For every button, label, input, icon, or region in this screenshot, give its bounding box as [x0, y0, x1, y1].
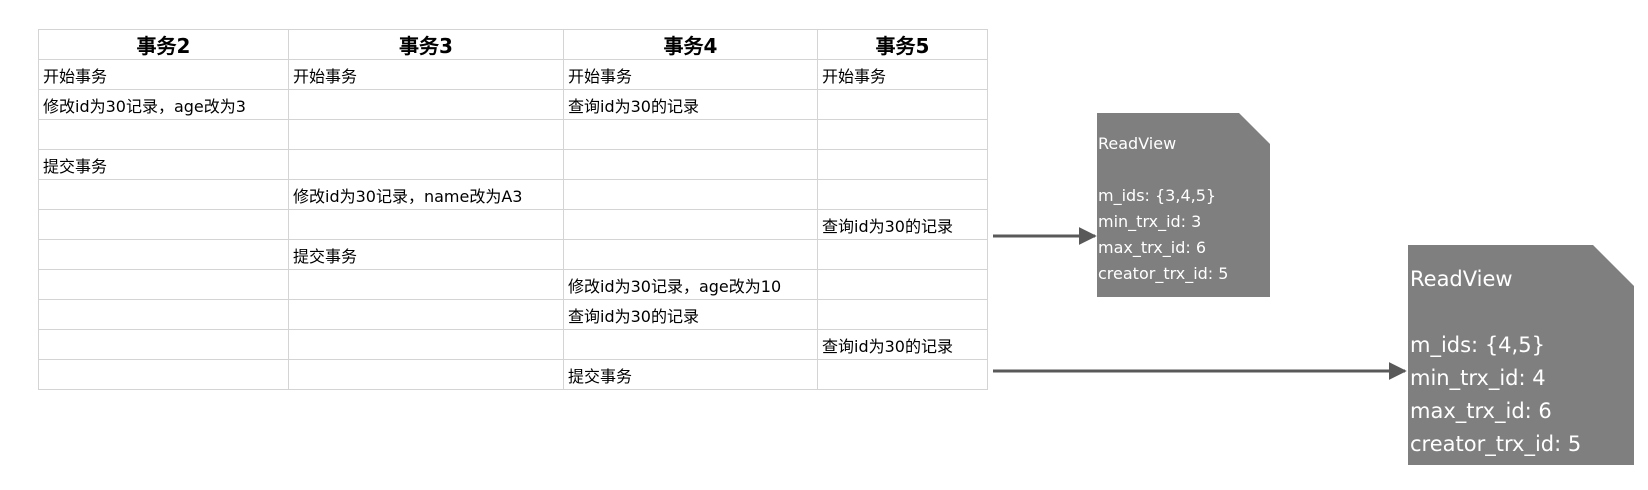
- readview-note-2: ReadView m_ids: {4,5} min_trx_id: 4 max_…: [1408, 245, 1634, 465]
- table-cell: 提交事务: [288, 239, 564, 270]
- readview-title: ReadView: [1098, 134, 1177, 153]
- table-cell: [817, 89, 988, 120]
- table-row: 开始事务 开始事务 开始事务 开始事务: [38, 59, 988, 90]
- readview-creator-trx-id: creator_trx_id: 5: [1098, 264, 1229, 283]
- table-row: 查询id为30的记录: [38, 209, 988, 240]
- readview-min-trx-id: min_trx_id: 4: [1410, 366, 1546, 390]
- table-cell: [563, 149, 818, 180]
- table-cell: 修改id为30记录，age改为10: [563, 269, 818, 300]
- table-row: 提交事务: [38, 149, 988, 180]
- table-cell: [288, 329, 564, 360]
- table-cell: [288, 269, 564, 300]
- readview-title: ReadView: [1410, 267, 1513, 291]
- table-cell: 开始事务: [563, 59, 818, 90]
- readview-m-ids: m_ids: {4,5}: [1410, 333, 1545, 357]
- readview-max-trx-id: max_trx_id: 6: [1098, 238, 1207, 257]
- readview-max-trx-id: max_trx_id: 6: [1410, 399, 1552, 423]
- table-row: 修改id为30记录，age改为10: [38, 269, 988, 300]
- table-cell: 开始事务: [288, 59, 564, 90]
- table-cell: [563, 239, 818, 270]
- table-cell: [38, 329, 289, 360]
- table-cell: 查询id为30的记录: [563, 89, 818, 120]
- table-cell: [38, 209, 289, 240]
- table-row: 提交事务: [38, 359, 988, 390]
- readview-note-1: ReadView m_ids: {3,4,5} min_trx_id: 3 ma…: [1097, 113, 1270, 297]
- table-cell: [817, 149, 988, 180]
- table-cell: 提交事务: [563, 359, 818, 390]
- table-cell: 查询id为30的记录: [817, 329, 988, 360]
- table-cell: [38, 299, 289, 330]
- header-tx3: 事务3: [288, 29, 564, 60]
- table-cell: 修改id为30记录，name改为A3: [288, 179, 564, 210]
- transaction-table: 事务2 事务3 事务4 事务5 开始事务 开始事务 开始事务 开始事务 修改id…: [38, 29, 988, 390]
- readview-creator-trx-id: creator_trx_id: 5: [1410, 432, 1582, 456]
- table-cell: [288, 359, 564, 390]
- header-tx4: 事务4: [563, 29, 818, 60]
- table-cell: 查询id为30的记录: [817, 209, 988, 240]
- readview-m-ids: m_ids: {3,4,5}: [1098, 186, 1217, 205]
- table-row: 查询id为30的记录: [38, 299, 988, 330]
- table-row: 提交事务: [38, 239, 988, 270]
- table-cell: [817, 119, 988, 150]
- header-tx2: 事务2: [38, 29, 289, 60]
- readview-spacer: [1098, 157, 1270, 183]
- table-cell: 修改id为30记录，age改为3: [38, 89, 289, 120]
- table-cell: [38, 359, 289, 390]
- table-cell: [817, 359, 988, 390]
- table-row: 修改id为30记录，name改为A3: [38, 179, 988, 210]
- table-cell: [817, 269, 988, 300]
- table-cell: [38, 239, 289, 270]
- readview-spacer: [1410, 296, 1634, 329]
- table-cell: [38, 179, 289, 210]
- readview-min-trx-id: min_trx_id: 3: [1098, 212, 1202, 231]
